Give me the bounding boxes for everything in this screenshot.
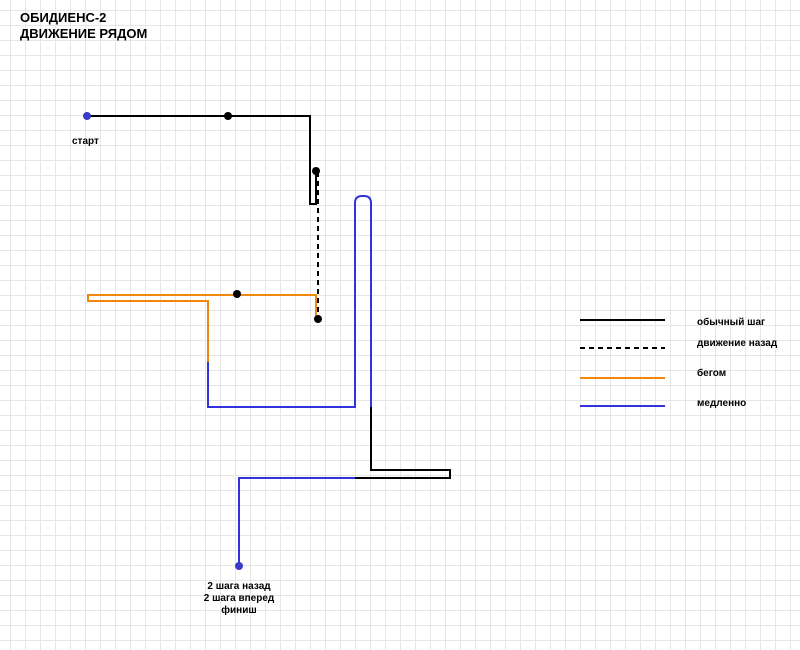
path-slow-2: [238, 477, 355, 566]
marker-point: [224, 112, 232, 120]
legend-label-run: бегом: [697, 368, 727, 379]
marker-point: [314, 315, 322, 323]
path-normal-start: [87, 115, 317, 205]
marker-point: [312, 167, 320, 175]
path-normal-lower: [355, 407, 451, 479]
start-point: [83, 112, 91, 120]
title-line-2: ДВИЖЕНИЕ РЯДОМ: [20, 26, 148, 41]
legend-label-slow: медленно: [697, 398, 747, 409]
start-label: старт: [72, 136, 99, 147]
finish-line-1: 2 шага назад: [207, 581, 271, 592]
legend-label-backward: движение назад: [697, 338, 778, 349]
finish-line-3: финиш: [221, 605, 257, 616]
path-slow-1: [207, 195, 372, 408]
marker-point: [233, 290, 241, 298]
diagram-title: ОБИДИЕНС-2 ДВИЖЕНИЕ РЯДОМ: [20, 10, 147, 42]
finish-label: 2 шага назад 2 шага вперед финиш: [189, 581, 289, 617]
title-line-1: ОБИДИЕНС-2: [20, 10, 107, 25]
legend-label-normal: обычный шаг: [697, 317, 766, 328]
finish-point: [235, 562, 243, 570]
finish-line-2: 2 шага вперед: [203, 593, 275, 604]
path-run: [87, 294, 317, 362]
